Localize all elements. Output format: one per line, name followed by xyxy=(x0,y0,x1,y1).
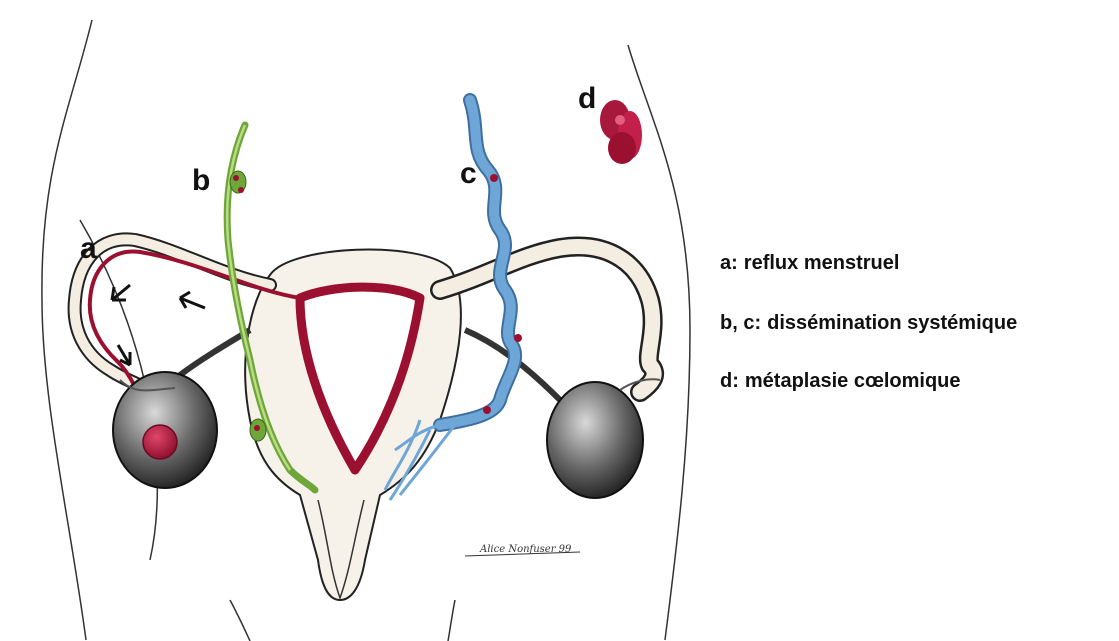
legend-text: reflux menstruel xyxy=(744,252,900,274)
implant-highlight xyxy=(615,115,625,125)
right-fallopian-tube xyxy=(440,247,654,392)
right-groin-line xyxy=(448,600,455,641)
lymphatic-implant-2 xyxy=(238,187,244,193)
vascular-implant-1 xyxy=(490,174,498,182)
label-d: d xyxy=(578,82,596,115)
legend-key: a: xyxy=(720,252,738,274)
implant-lobe-3 xyxy=(608,132,636,164)
left-ovarian-ligament xyxy=(180,330,250,375)
reflux-arrow-1 xyxy=(112,285,130,300)
legend-text: dissémination systémique xyxy=(767,312,1017,334)
legend-key: b, c: xyxy=(720,312,761,334)
ovarian-endometrioma xyxy=(143,425,177,459)
legend-key: d: xyxy=(720,370,739,392)
artist-signature: Alice Nonfuser 99 xyxy=(479,544,572,555)
label-c: c xyxy=(460,157,477,190)
reflux-arrow-2 xyxy=(180,292,205,308)
vascular-implant-2 xyxy=(514,334,522,342)
vascular-implant-3 xyxy=(483,406,491,414)
uterus xyxy=(245,250,461,600)
legend-text: métaplasie cœlomique xyxy=(745,370,961,392)
legend-item-d: d: métaplasie cœlomique xyxy=(720,370,961,393)
label-b: b xyxy=(192,164,210,197)
lymphatic-implant-1 xyxy=(233,175,239,181)
left-groin-line xyxy=(230,600,250,641)
right-ovary-body xyxy=(547,382,643,498)
left-ovary xyxy=(113,330,250,488)
legend-item-bc: b, c: dissémination systémique xyxy=(720,312,1017,335)
abdominal-wall-implant xyxy=(600,100,642,164)
legend-item-a: a: reflux menstruel xyxy=(720,252,899,275)
label-a: a xyxy=(80,232,97,265)
lymphatic-implant-3 xyxy=(254,425,260,431)
